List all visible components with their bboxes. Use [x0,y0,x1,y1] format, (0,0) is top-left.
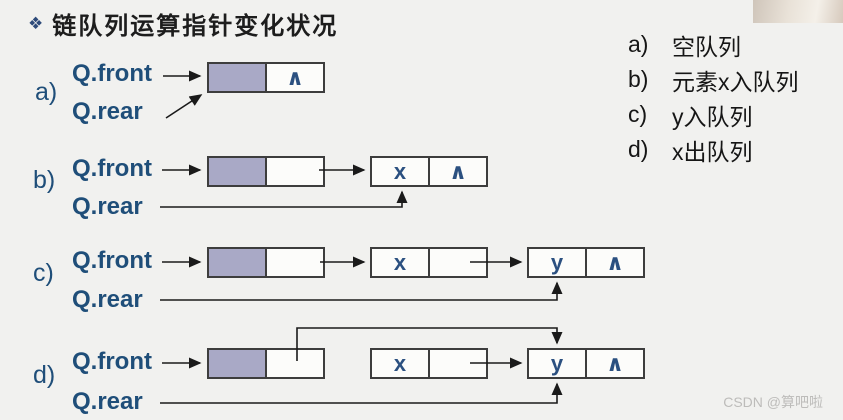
legend-text: x出队列 [672,138,753,165]
legend-prefix: c) [628,101,648,127]
head-data-cell [207,156,267,187]
data-cell: y [527,348,587,379]
row-d-label: d) [33,361,56,389]
cell-value: y [550,350,564,376]
rear-arrow-b [160,190,408,208]
head-node-d [207,348,325,379]
legend-item-a: a) 空队列 [628,27,799,62]
next-pointer-cell [267,247,325,278]
row-c-label: c) [33,259,54,287]
head-data-cell [207,62,267,93]
q-front-label-c: Q.front [72,247,152,274]
q-rear-label-c: Q.rear [72,286,143,313]
element-node-x-c: x [370,247,488,278]
head-node-b [207,156,325,187]
q-front-label-d: Q.front [72,348,152,375]
data-cell: x [370,348,430,379]
legend-prefix: a) [628,31,649,57]
element-node-x-d: x [370,348,488,379]
cell-value: x [393,158,407,184]
element-node-y-d: y ∧ [527,348,645,379]
slide-title: ❖ 链队列运算指针变化状况 [28,6,338,41]
next-pointer-cell: ∧ [587,348,645,379]
legend-prefix: d) [628,136,649,162]
next-pointer-cell: ∧ [267,62,325,93]
data-cell: x [370,247,430,278]
legend-text: y入队列 [672,103,753,130]
rear-arrow-d [160,382,563,404]
null-pointer-symbol: ∧ [449,158,467,184]
null-pointer-symbol: ∧ [606,249,624,275]
null-pointer-symbol: ∧ [286,64,304,90]
head-data-cell [207,247,267,278]
data-cell: y [527,247,587,278]
cell-value: x [393,350,407,376]
next-pointer-cell [430,247,488,278]
head-node-c [207,247,325,278]
rear-arrow-a [165,94,203,119]
q-rear-label-b: Q.rear [72,193,143,220]
next-pointer-cell: ∧ [430,156,488,187]
element-node-y-c: y ∧ [527,247,645,278]
data-cell: x [370,156,430,187]
legend-text: 元素x入队列 [672,68,799,95]
next-pointer-cell [267,348,325,379]
q-front-label-b: Q.front [72,155,152,182]
q-front-label-a: Q.front [72,60,152,87]
next-pointer-cell: ∧ [587,247,645,278]
next-pointer-cell [267,156,325,187]
legend: a) 空队列 b) 元素x入队列 c) y入队列 d) x出队列 [628,27,799,167]
q-rear-label-d: Q.rear [72,388,143,415]
row-a-label: a) [35,78,58,106]
null-pointer-symbol: ∧ [606,350,624,376]
q-rear-label-a: Q.rear [72,98,143,125]
legend-item-b: b) 元素x入队列 [628,62,799,97]
cell-value: y [550,249,564,275]
head-data-cell [207,348,267,379]
webcam-thumbnail [753,0,843,23]
legend-text: 空队列 [672,33,741,60]
head-node-a: ∧ [207,62,325,93]
watermark: CSDN @算吧啦 [723,394,823,410]
diamond-bullet-icon: ❖ [28,14,44,33]
legend-item-d: d) x出队列 [628,132,799,167]
next-pointer-cell [430,348,488,379]
element-node-x-b: x ∧ [370,156,488,187]
legend-item-c: c) y入队列 [628,97,799,132]
legend-prefix: b) [628,66,649,92]
rear-arrow-c [160,281,563,301]
slide-title-text: 链队列运算指针变化状况 [52,13,339,40]
cell-value: x [393,249,407,275]
row-b-label: b) [33,166,56,194]
